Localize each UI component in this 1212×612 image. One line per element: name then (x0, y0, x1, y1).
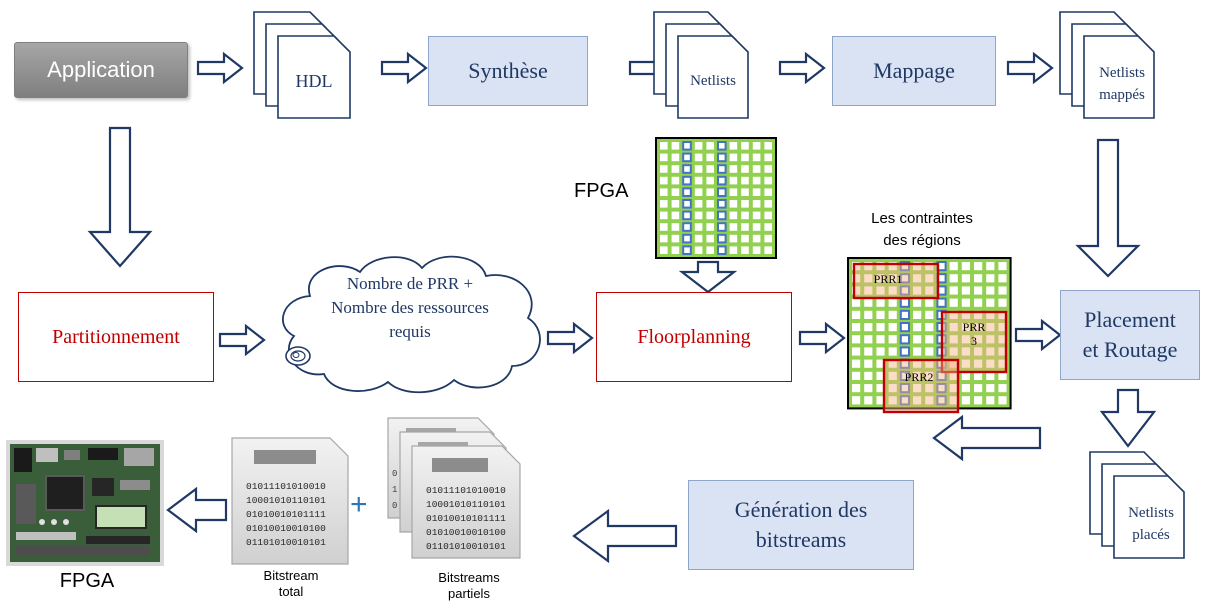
bitstream-total-doc-icon (231, 437, 349, 565)
bits-back: 0 1 0 (392, 466, 397, 514)
bitstreams-partial-docs-icon (387, 417, 521, 559)
constraints-line2: des régions (883, 232, 961, 249)
netlists-mapped-line2: mappés (1099, 87, 1145, 103)
bitstream-total-line2: total (278, 584, 304, 599)
arrow-app-part (87, 126, 153, 268)
bits-back-1: 0 (392, 469, 398, 479)
arrow-hdl-synth (380, 52, 428, 84)
netlists-mapped-line1: Netlists (1099, 65, 1145, 81)
fpga-board-image (6, 440, 164, 566)
netlists-label: Netlists (690, 73, 736, 89)
prr1-label: PRR1 (873, 272, 903, 286)
bits-partial-1: 01011101010010 (426, 485, 506, 496)
bits-total-4: 01010010010100 (246, 523, 326, 534)
bits-total-3: 01010010101111 (246, 509, 326, 520)
prr3-line1: PRR (962, 320, 986, 334)
cloud-icon (282, 255, 541, 394)
bits-total-2: 10001010110101 (246, 495, 326, 506)
netlists-placed-line2: placés (1132, 527, 1170, 543)
generation-box: Génération des bitstreams (688, 480, 914, 570)
bits-back-3: 0 (392, 501, 398, 511)
bits-total: 01011101010010 10001010110101 0101001010… (246, 480, 326, 550)
arrow-mapped-placement (1075, 138, 1141, 278)
bits-partial-4: 01010010010100 (426, 527, 506, 538)
placement-box: Placement et Routage (1060, 290, 1200, 380)
placement-line2: et Routage (1082, 337, 1178, 362)
arrow-cloud-floor (546, 322, 594, 354)
cloud-line3: requis (389, 322, 431, 341)
prr3-line2: 3 (971, 334, 977, 348)
arrow-mappage-netlists (1006, 52, 1054, 84)
netlists-placed-label: Netlists placés (1116, 502, 1186, 546)
arrow-app-hdl (196, 52, 244, 84)
cloud-line1: Nombre de PRR + (346, 274, 474, 293)
netlists-placed-line1: Netlists (1128, 505, 1174, 521)
application-label: Application (47, 57, 155, 82)
placement-line1: Placement (1084, 307, 1176, 332)
mappage-box: Mappage (832, 36, 996, 106)
constraints-label: Les contraintes des régions (856, 208, 988, 252)
partitionnement-box: Partitionnement (18, 292, 214, 382)
synthese-label: Synthèse (468, 58, 548, 83)
floorplanning-box: Floorplanning (596, 292, 792, 382)
plus-sign: + (350, 488, 368, 521)
cloud-text: Nombre de PRR + Nombre des ressources re… (300, 272, 520, 344)
synthese-box: Synthèse (428, 36, 588, 106)
bits-back-2: 1 (392, 485, 398, 495)
arrow-netlists-mappage (778, 52, 826, 84)
application-box: Application (14, 42, 188, 98)
arrow-placement-placed (1099, 388, 1157, 448)
bitstreams-partial-line2: partiels (448, 586, 490, 601)
cloud-line2: Nombre des ressources (331, 298, 489, 317)
bits-partial: 01011101010010 10001010110101 0101001010… (426, 484, 506, 554)
bits-partial-5: 01101010010101 (426, 541, 506, 552)
partitionnement-label: Partitionnement (52, 325, 180, 348)
bitstreams-partial-line1: Bitstreams (438, 570, 500, 585)
hdl-docs-icon (253, 11, 351, 119)
bits-partial-3: 01010010101111 (426, 513, 506, 524)
bitstream-total-label: Bitstream total (246, 568, 336, 600)
mappage-label: Mappage (873, 58, 955, 83)
netlists-docs-icon (653, 11, 749, 119)
fpga-grid (655, 137, 777, 259)
generation-line1: Génération des (734, 497, 868, 522)
arrow-generation-bitstreams (572, 508, 678, 564)
bits-total-1: 01011101010010 (246, 481, 326, 492)
netlists-placed-docs-icon (1089, 451, 1185, 559)
prr2-label: PRR2 (904, 370, 934, 384)
fpga-bottom-label: FPGA (59, 570, 115, 592)
fpga-top-label: FPGA (574, 180, 629, 202)
prr3-label: PRR 3 (948, 320, 1000, 348)
arrow-bitstream-fpga (166, 486, 228, 534)
bits-partial-2: 10001010110101 (426, 499, 506, 510)
floorplanning-label: Floorplanning (637, 325, 751, 348)
arrow-constraints-placement (1014, 319, 1062, 351)
constraints-line1: Les contraintes (871, 210, 973, 227)
hdl-label: HDL (295, 71, 333, 91)
netlists-mapped-label: Netlists mappés (1086, 62, 1158, 106)
arrow-floor-constraints (798, 322, 846, 354)
bitstream-total-line1: Bitstream (263, 568, 319, 583)
constraints-grid (847, 257, 1012, 414)
bitstreams-partial-label: Bitstreams partiels (424, 570, 514, 602)
arrow-part-cloud (218, 324, 266, 356)
arrow-netlists-generation (932, 414, 1042, 462)
generation-line2: bitstreams (755, 527, 847, 552)
netlists-mapped-docs-icon (1059, 11, 1155, 119)
arrow-fpga-floor (678, 260, 738, 294)
bits-total-5: 01101010010101 (246, 537, 326, 548)
